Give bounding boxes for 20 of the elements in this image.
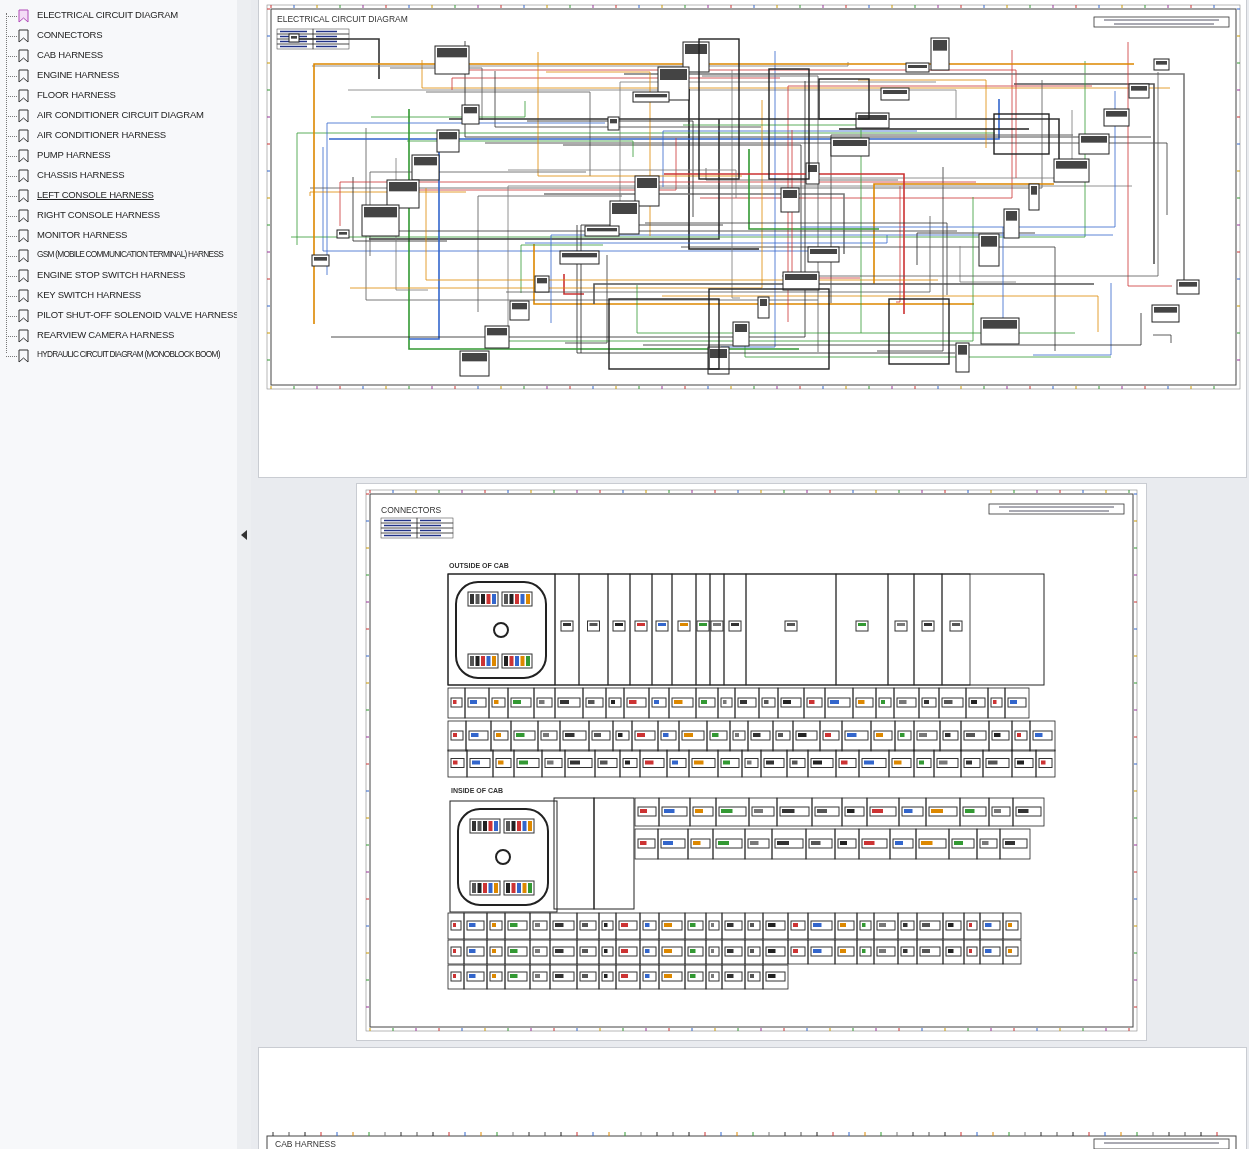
- bookmark-link: LEFT CONSOLE HARNESS: [37, 189, 154, 200]
- page-title: ELECTRICAL CIRCUIT DIAGRAM: [277, 14, 408, 24]
- bookmark-link: KEY SWITCH HARNESS: [37, 289, 141, 300]
- bookmark-link: ENGINE STOP SWITCH HARNESS: [37, 269, 186, 280]
- bookmark-link: CHASSIS HARNESS: [37, 169, 125, 180]
- bookmark-link: HYDRAULIC CIRCUIT DIAGRAM (MONOBLOCK BOOM): [37, 349, 220, 359]
- bookmark-link: PUMP HARNESS: [37, 149, 111, 160]
- bookmark-link: CAB HARNESS: [37, 49, 103, 60]
- bookmark-link: ENGINE HARNESS: [37, 69, 120, 80]
- page-title: CAB HARNESS: [275, 1139, 336, 1149]
- bookmark-link: AIR CONDITIONER HARNESS: [37, 129, 166, 140]
- bookmark-link: GSM (MOBILE COMMUNICATION TERMINAL) HARNESS: [37, 249, 223, 259]
- bookmark-link: ELECTRICAL CIRCUIT DIAGRAM: [37, 9, 179, 20]
- bookmark-link: FLOOR HARNESS: [37, 89, 116, 100]
- bookmark-link: AIR CONDITIONER CIRCUIT DIAGRAM: [37, 109, 204, 120]
- bookmark-link: CONNECTORS: [37, 29, 103, 40]
- page-title: CONNECTORS: [381, 505, 442, 515]
- bookmark-link: RIGHT CONSOLE HARNESS: [37, 209, 160, 220]
- bookmark-link: REARVIEW CAMERA HARNESS: [37, 329, 175, 340]
- bookmark-link: MONITOR HARNESS: [37, 229, 128, 240]
